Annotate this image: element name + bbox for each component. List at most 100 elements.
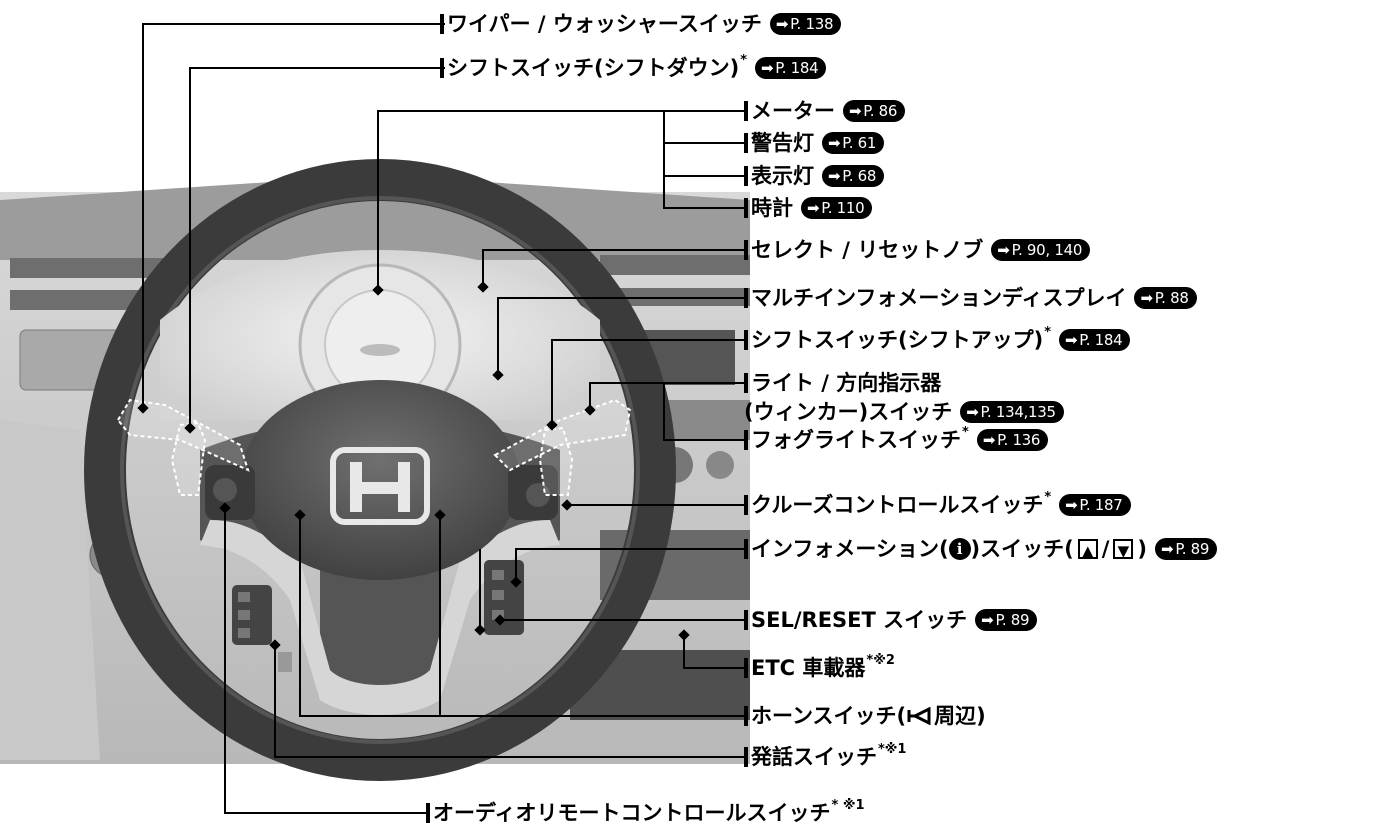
arrow-right-icon: ➡ [1161, 540, 1174, 558]
label-text: インフォメーション( [751, 537, 949, 561]
page-ref-link[interactable]: ➡P. 90, 140 [991, 239, 1091, 261]
page-ref-text: P. 184 [775, 59, 819, 77]
page-ref-link[interactable]: ➡P. 88 [1134, 287, 1197, 309]
label-bar [744, 240, 748, 260]
label-bar [744, 330, 748, 350]
page-ref-link[interactable]: ➡P. 61 [822, 132, 885, 154]
note-mark: * ※1 [831, 798, 865, 813]
horn-icon [907, 707, 931, 725]
dashboard-photo [0, 159, 750, 781]
label-wiper: ワイパー / ウォッシャースイッチ ➡P. 138 [440, 11, 842, 37]
label-text: シフトスイッチ(シフトアップ) [751, 328, 1044, 352]
page-ref-text: P. 90, 140 [1011, 241, 1083, 259]
page-ref-text: P. 110 [821, 199, 865, 217]
label-text: ホーンスイッチ( [751, 704, 907, 728]
label-text: )スイッチ( [970, 537, 1074, 561]
arrow-right-icon: ➡ [981, 611, 994, 629]
label-text: ) [1137, 537, 1148, 561]
label-clock: 時計 ➡P. 110 [744, 195, 873, 221]
arrow-right-icon: ➡ [966, 403, 979, 421]
label-horn: ホーンスイッチ( 周辺) [744, 703, 986, 729]
arrow-right-icon: ➡ [1065, 496, 1078, 514]
page-ref-link[interactable]: ➡P. 184 [755, 57, 827, 79]
label-text: クルーズコントロールスイッチ [751, 493, 1044, 517]
note-mark: *※1 [878, 742, 907, 757]
label-text: 表示灯 [751, 164, 814, 188]
label-text: ワイパー / ウォッシャースイッチ [447, 12, 762, 36]
page-ref-text: P. 68 [842, 167, 877, 185]
label-bar [744, 166, 748, 186]
page-ref-link[interactable]: ➡P. 138 [769, 13, 842, 35]
slash-text: / [1101, 537, 1110, 561]
note-mark: *※2 [866, 653, 895, 668]
arrow-right-icon: ➡ [828, 167, 841, 185]
label-bar [744, 747, 748, 767]
label-bar [744, 133, 748, 153]
label-sel-reset: SEL/RESET スイッチ ➡P. 89 [744, 607, 1038, 633]
label-text: 警告灯 [751, 131, 814, 155]
label-bar [744, 539, 748, 559]
label-text: フォグライトスイッチ [751, 428, 961, 452]
label-indicator-light: 表示灯 ➡P. 68 [744, 163, 885, 189]
page-ref-link[interactable]: ➡P. 136 [976, 429, 1049, 451]
label-bar [744, 288, 748, 308]
label-light-turn-signal: ライト / 方向指示器 [744, 370, 941, 396]
label-text: オーディオリモートコントロールスイッチ [433, 801, 831, 825]
label-text: セレクト / リセットノブ [751, 238, 984, 262]
page-ref-text: P. 89 [995, 611, 1030, 629]
page-ref-link[interactable]: ➡P. 110 [801, 197, 873, 219]
label-text: 周辺) [934, 704, 986, 728]
page-ref-text: P. 134,135 [980, 403, 1056, 421]
page-ref-text: P. 184 [1079, 331, 1123, 349]
info-icon: i [948, 538, 971, 560]
arrow-right-icon: ➡ [1140, 289, 1153, 307]
arrow-right-icon: ➡ [775, 15, 789, 33]
triangle-up-icon: ▲ [1077, 539, 1098, 560]
label-warning-light: 警告灯 ➡P. 61 [744, 130, 885, 156]
asterisk-mark: * [962, 425, 969, 440]
label-winker-switch: (ウィンカー)スイッチ ➡P. 134,135 [744, 399, 1064, 425]
page-ref-link[interactable]: ➡P. 89 [975, 609, 1038, 631]
page-ref-text: P. 61 [842, 134, 877, 152]
leader-dots [137, 281, 690, 651]
label-text: マルチインフォメーションディスプレイ [751, 286, 1127, 310]
page-ref-link[interactable]: ➡P. 187 [1059, 494, 1131, 516]
label-shift-up: シフトスイッチ(シフトアップ) * ➡P. 184 [744, 325, 1131, 353]
label-multi-info-display: マルチインフォメーションディスプレイ ➡P. 88 [744, 285, 1197, 311]
arrow-right-icon: ➡ [761, 59, 774, 77]
label-talk-switch: 発話スイッチ *※1 [744, 742, 906, 770]
label-text: ETC 車載器 [751, 656, 866, 680]
label-meter: メーター ➡P. 86 [744, 98, 906, 124]
page-ref-link[interactable]: ➡P. 134,135 [960, 401, 1064, 423]
label-fog-light: フォグライトスイッチ * ➡P. 136 [744, 425, 1049, 453]
label-text: (ウィンカー)スイッチ [744, 400, 953, 424]
label-bar [744, 373, 748, 393]
arrow-right-icon: ➡ [982, 431, 996, 449]
page-ref-text: P. 187 [1079, 496, 1123, 514]
asterisk-mark: * [740, 53, 748, 68]
label-text: 時計 [751, 196, 793, 220]
arrow-right-icon: ➡ [828, 134, 841, 152]
label-bar [744, 610, 748, 630]
page-ref-text: P. 86 [863, 102, 898, 120]
page-ref-link[interactable]: ➡P. 86 [843, 100, 906, 122]
label-bar [440, 58, 444, 78]
label-bar [744, 430, 748, 450]
label-bar [440, 14, 444, 34]
page-ref-link[interactable]: ➡P. 184 [1059, 329, 1131, 351]
label-audio-remote: オーディオリモートコントロールスイッチ * ※1 [426, 798, 865, 826]
label-text: メーター [751, 99, 835, 123]
label-select-reset-knob: セレクト / リセットノブ ➡P. 90, 140 [744, 237, 1091, 263]
asterisk-mark: * [1044, 490, 1052, 505]
arrow-right-icon: ➡ [807, 199, 820, 217]
page-ref-link[interactable]: ➡P. 68 [822, 165, 885, 187]
label-text: ライト / 方向指示器 [751, 371, 942, 395]
arrow-right-icon: ➡ [1065, 331, 1078, 349]
label-text: シフトスイッチ(シフトダウン) [447, 56, 740, 80]
page-ref-link[interactable]: ➡P. 89 [1155, 538, 1218, 560]
arrow-right-icon: ➡ [997, 241, 1010, 259]
label-bar [744, 658, 748, 678]
label-bar [744, 198, 748, 218]
arrow-right-icon: ➡ [849, 102, 862, 120]
